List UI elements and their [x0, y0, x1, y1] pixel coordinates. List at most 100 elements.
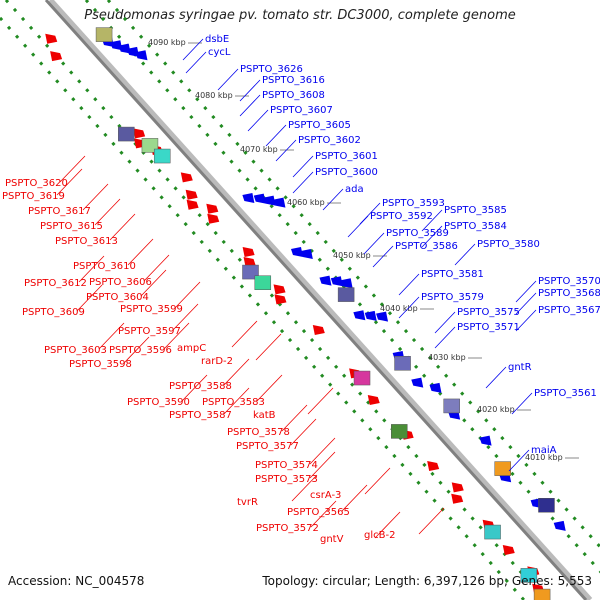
gene-label-right: dsbE [205, 34, 229, 45]
gene-label-left: PSPTO_3613 [55, 236, 118, 247]
feature-block [533, 588, 551, 600]
reverse-gene [50, 51, 63, 62]
feature-block [141, 138, 159, 153]
reverse-gene [427, 461, 440, 472]
gene-label-left: PSPTO_3596 [109, 345, 172, 356]
gene-label-left: PSPTO_3617 [28, 206, 91, 217]
forward-gene [353, 310, 366, 321]
gene-label-leader [292, 171, 314, 194]
gene-label-right: gntR [508, 362, 532, 373]
feature-block [443, 398, 460, 414]
gene-label-leader [275, 139, 297, 162]
gene-label-left: PSPTO_3590 [127, 397, 190, 408]
gene-label-leader [454, 243, 476, 266]
gene-label-left: tvrR [237, 497, 258, 508]
gene-label-left: glcB-2 [364, 530, 395, 541]
gene-label-leader [398, 296, 420, 319]
gene-label-left: PSPTO_3610 [73, 261, 136, 272]
gene-label-leader [281, 404, 308, 432]
gene-label-right: PSPTO_3589 [386, 228, 449, 239]
kbp-tick-label: 4090 kbp [148, 38, 186, 47]
reverse-gene [451, 493, 464, 504]
gene-label-leader [515, 309, 537, 332]
gene-label-leader [515, 280, 537, 303]
gene-label-leader [265, 124, 287, 147]
gene-label-left: PSPTO_3603 [44, 345, 107, 356]
forward-gene [364, 310, 377, 321]
feature-block [484, 524, 501, 540]
feature-block [242, 264, 259, 280]
track-dots-3 [106, 0, 600, 549]
gene-label-leader [98, 322, 125, 350]
gene-label-leader [239, 94, 261, 117]
kbp-tick-label: 4030 kbp [428, 353, 466, 362]
gene-label-right: PSPTO_3581 [421, 269, 484, 280]
forward-gene [273, 197, 286, 208]
gene-label-right: PSPTO_3567 [538, 305, 600, 316]
gene-label-leader [485, 366, 507, 389]
forward-gene [319, 275, 332, 286]
forward-gene [376, 311, 389, 322]
gene-label-left: PSPTO_3615 [40, 221, 103, 232]
reverse-gene [367, 395, 380, 406]
gene-label-leader [434, 311, 456, 334]
gene-label-left: katB [253, 410, 276, 421]
forward-gene [479, 435, 492, 446]
gene-label-leader [109, 213, 136, 241]
forward-gene [242, 192, 255, 203]
gene-label-right: PSPTO_3616 [262, 75, 325, 86]
gene-label-leader [143, 254, 170, 282]
gene-label-leader [508, 449, 530, 472]
gene-label-leader [372, 245, 394, 268]
reverse-gene [312, 325, 325, 336]
gene-label-right: PSPTO_3600 [315, 167, 378, 178]
gene-label-left: PSPTO_3577 [236, 441, 299, 452]
reverse-gene [274, 294, 287, 305]
reverse-gene [207, 213, 220, 224]
forward-gene [340, 278, 353, 289]
gene-label-right: PSPTO_3570 [538, 276, 600, 287]
feature-block [153, 148, 171, 164]
gene-label-leader [217, 68, 239, 91]
gene-label-leader [363, 232, 385, 255]
gene-label-leader [163, 322, 190, 350]
gene-label-leader [256, 374, 283, 402]
gene-label-left: PSPTO_3572 [256, 523, 319, 534]
gene-label-right: PSPTO_3561 [534, 388, 597, 399]
forward-gene [253, 193, 266, 204]
gene-label-leader [421, 225, 443, 248]
feature-block [254, 275, 272, 290]
forward-gene [118, 43, 131, 54]
gene-label-leader [140, 269, 167, 297]
gene-label-right: PSPTO_3608 [262, 90, 325, 101]
kbp-tick-label: 4080 kbp [195, 91, 233, 100]
forward-gene [411, 377, 424, 388]
gene-label-left: PSPTO_3597 [118, 326, 181, 337]
gene-label-leader [307, 387, 334, 415]
gene-label-leader [291, 474, 318, 502]
gene-label-leader [182, 38, 204, 61]
gene-label-leader [309, 437, 336, 465]
forward-gene [127, 46, 140, 57]
gene-label-leader [223, 387, 250, 415]
gene-label-right: PSPTO_3584 [444, 221, 507, 232]
gene-label-left: PSPTO_3573 [255, 474, 318, 485]
gene-label-leader [185, 51, 207, 74]
reverse-gene [133, 128, 146, 139]
gene-label-right: PSPTO_3601 [315, 151, 378, 162]
gene-label-right: maiA [531, 445, 557, 456]
gene-label-left: csrA-3 [310, 490, 341, 501]
reverse-gene [180, 172, 193, 183]
reverse-gene [185, 189, 198, 200]
gene-label-leader [223, 358, 250, 386]
reverse-gene [45, 33, 58, 44]
reverse-gene [243, 257, 256, 268]
feature-block [394, 356, 411, 371]
accession-text: Accession: NC_004578 [8, 574, 145, 588]
gene-label-left: PSPTO_3587 [169, 410, 232, 421]
kbp-tick-label: 4020 kbp [477, 405, 515, 414]
gene-label-right: PSPTO_3586 [395, 241, 458, 252]
gene-label-leader [174, 281, 201, 309]
forward-gene [330, 276, 343, 287]
gene-label-leader [374, 511, 401, 539]
